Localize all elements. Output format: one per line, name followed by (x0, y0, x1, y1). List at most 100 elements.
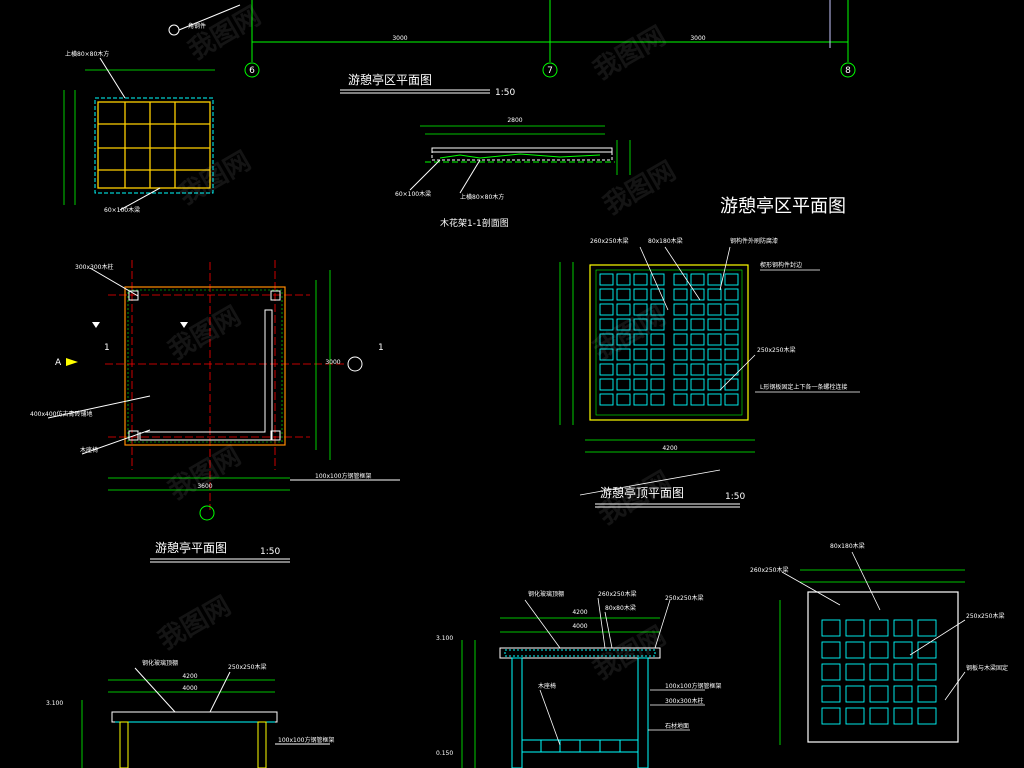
roof-cell (616, 288, 631, 301)
roof-cell-grid (599, 273, 739, 406)
roof-plan (559, 246, 860, 496)
roof-cell (845, 663, 865, 681)
center-level-2: 0.150 (436, 750, 453, 757)
pav-frame-label: 100x100方钢管框架 (315, 472, 371, 480)
roof-cell (673, 303, 688, 316)
corner-callout-label: 角钢件 (188, 22, 206, 30)
roof-cell (616, 363, 631, 376)
trellis-section-detail (409, 125, 631, 194)
roof-cell (599, 303, 614, 316)
pav-plan-title: 游憩亭平面图 (155, 540, 227, 555)
roof-cell (724, 273, 739, 286)
pav-bench-label: 木座椅 (80, 446, 98, 454)
pav-col-label: 300x300木柱 (75, 263, 113, 271)
axis-label-7: 7 (547, 66, 553, 76)
roof-cell (690, 363, 705, 376)
center-col-label: 300x300木柱 (665, 697, 703, 705)
roof-cell (707, 393, 722, 406)
roof-cell (690, 393, 705, 406)
center-260-label: 260x250木梁 (598, 590, 636, 598)
roof-cell (616, 393, 631, 406)
roof-cell (869, 663, 889, 681)
trellis-plan (63, 57, 215, 211)
watermarks: 我图网 我图网 我图网 我图网 我图网 我图网 我图网 我图网 我图网 我图网 (154, 1, 682, 686)
roof-cell (616, 273, 631, 286)
area-plan-title: 游憩亭区平面图 (348, 72, 432, 87)
roof-cell (893, 707, 913, 725)
roof-detail-cell-grid (821, 619, 937, 725)
detail-beam-label: 60×100木梁 (395, 190, 431, 198)
left-elevation (81, 667, 330, 768)
pav-plan-scale: 1:50 (260, 547, 280, 557)
left-250-label: 250x250木梁 (228, 663, 266, 671)
roof-cell (650, 393, 665, 406)
roof-cell (599, 393, 614, 406)
roof-cell (616, 333, 631, 346)
left-dim-1: 4200 (182, 673, 197, 680)
roof-80-label: 80x180木梁 (648, 237, 683, 245)
roof-cell (633, 348, 648, 361)
roof-cell (690, 378, 705, 391)
roof-cell (599, 363, 614, 376)
roof-cell (821, 619, 841, 637)
roof-cell (724, 288, 739, 301)
roof-cell (633, 363, 648, 376)
watermark-3: 我图网 (174, 146, 257, 211)
pav-axis-1-right: 1 (378, 343, 384, 353)
roof-cell (917, 707, 937, 725)
roof-cell (599, 273, 614, 286)
roof-cell (599, 378, 614, 391)
roof-cell (633, 378, 648, 391)
roof-cell (917, 685, 937, 703)
roof-cell (821, 707, 841, 725)
roof-cell (673, 363, 688, 376)
roof-plan-title: 游憩亭顶平面图 (600, 485, 684, 500)
watermark-9: 我图网 (154, 591, 237, 656)
center-bench-label: 木座椅 (538, 682, 556, 690)
roof-cell (650, 333, 665, 346)
axis-label-8: 8 (845, 66, 851, 76)
center-80-label: 80x80木梁 (605, 604, 636, 612)
roof-cell (673, 318, 688, 331)
roof-cell (650, 273, 665, 286)
roof-cell (650, 378, 665, 391)
roof-cell (616, 318, 631, 331)
roof-cell (650, 363, 665, 376)
roof-detail (779, 551, 966, 745)
detail-80-label: 80x180木梁 (830, 542, 865, 550)
area-plan-title-large: 游憩亭区平面图 (720, 196, 846, 217)
dim-span-right: 3000 (690, 35, 705, 42)
detail-260-label: 260x250木梁 (750, 566, 788, 574)
roof-cell (917, 663, 937, 681)
roof-cell (690, 303, 705, 316)
roof-cell (724, 348, 739, 361)
roof-cell (673, 348, 688, 361)
roof-cell (690, 273, 705, 286)
roof-cell (724, 303, 739, 316)
roof-cell (633, 288, 648, 301)
roof-bottom-dim: 4200 (662, 445, 677, 452)
pav-right-dim: 3000 (325, 359, 340, 366)
roof-cell (707, 348, 722, 361)
roof-cell (724, 378, 739, 391)
roof-cell (724, 318, 739, 331)
roof-cell (707, 288, 722, 301)
roof-cell (599, 333, 614, 346)
roof-cell (673, 273, 688, 286)
roof-cell (707, 333, 722, 346)
roof-cell (650, 348, 665, 361)
detail-top-beam-label: 上横80×80木方 (460, 193, 504, 201)
watermark-2: 我图网 (589, 21, 672, 86)
pavilion-plan (47, 260, 400, 521)
pav-bottom-dim: 3600 (197, 483, 212, 490)
center-elevation (461, 597, 705, 768)
roof-cell (893, 663, 913, 681)
roof-steel-label: 钢构件外刷防腐漆 (730, 237, 778, 245)
roof-260-label: 260x250木梁 (590, 237, 628, 245)
detail-total-dim: 2800 (507, 117, 522, 124)
trellis-top-beam-label: 上横80×80木方 (65, 50, 109, 58)
roof-cell (673, 333, 688, 346)
roof-cell (650, 303, 665, 316)
roof-cell (690, 348, 705, 361)
